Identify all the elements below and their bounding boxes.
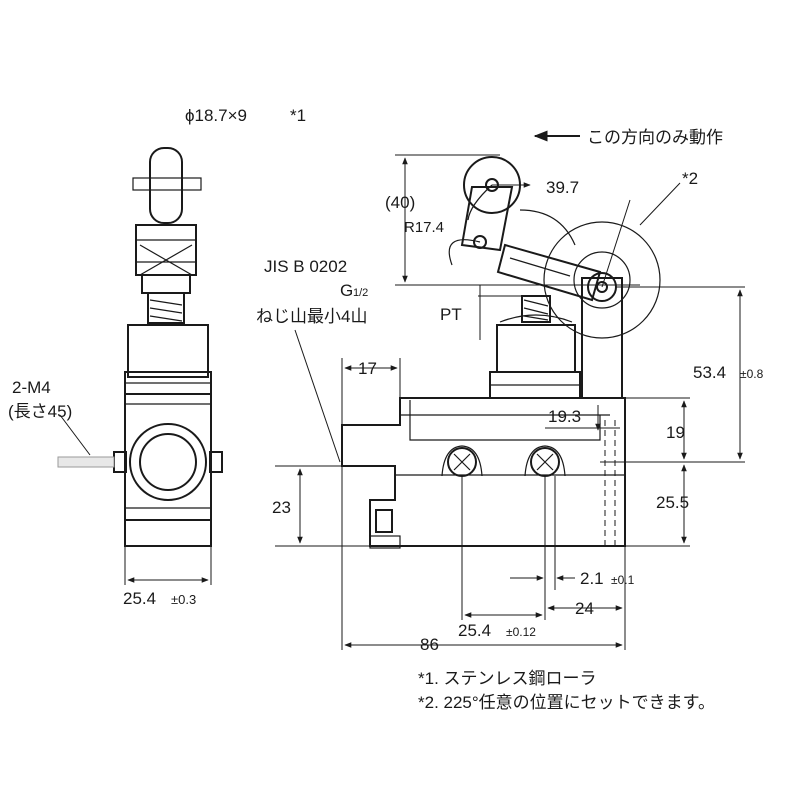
dim-17: 17 bbox=[358, 359, 377, 378]
dim-86: 86 bbox=[420, 635, 439, 654]
dim-19-3: 19.3 bbox=[548, 407, 581, 426]
dim-25-5: 25.5 bbox=[656, 493, 689, 512]
dim-53-4-tol: ±0.8 bbox=[740, 367, 764, 381]
note-1: *1. ステンレス鋼ローラ bbox=[418, 669, 597, 688]
dim-40: (40) bbox=[385, 193, 415, 212]
dim-53-4: 53.4 bbox=[693, 363, 726, 382]
jis-thread-size: 1/2 bbox=[353, 287, 368, 299]
screw-length-label: (長さ45) bbox=[8, 402, 72, 421]
note2-marker: *2 bbox=[682, 169, 698, 188]
roller-note-marker: *1 bbox=[290, 106, 306, 125]
dim-25-4-tol: ±0.12 bbox=[506, 625, 536, 639]
dim-25-4: 25.4 bbox=[458, 621, 491, 640]
dim-23: 23 bbox=[272, 498, 291, 517]
dim-39-7: 39.7 bbox=[546, 178, 579, 197]
dim-19: 19 bbox=[666, 423, 685, 442]
jis-thread-note: ねじ山最小4山 bbox=[256, 307, 367, 326]
dim-2-1: 2.1 bbox=[580, 569, 604, 588]
note-2: *2. 225°任意の位置にセットできます。 bbox=[418, 693, 715, 712]
roller-size-label: ϕ18.7×9 bbox=[185, 106, 247, 125]
dim-2-1-tol: ±0.1 bbox=[611, 573, 635, 587]
screw-spec-label: 2-M4 bbox=[12, 378, 51, 397]
side-view bbox=[57, 147, 223, 585]
side-width-value: 25.4 bbox=[123, 589, 156, 608]
dim-24: 24 bbox=[575, 599, 594, 618]
direction-label: この方向のみ動作 bbox=[587, 128, 723, 147]
dim-pt: PT bbox=[440, 305, 462, 324]
side-width-tolerance: ±0.3 bbox=[171, 592, 196, 607]
front-dimensions bbox=[275, 130, 745, 650]
jis-thread-g: G bbox=[340, 281, 353, 300]
front-view bbox=[341, 156, 661, 549]
dim-r17-4: R17.4 bbox=[404, 219, 444, 236]
jis-standard: JIS B 0202 bbox=[264, 257, 347, 276]
